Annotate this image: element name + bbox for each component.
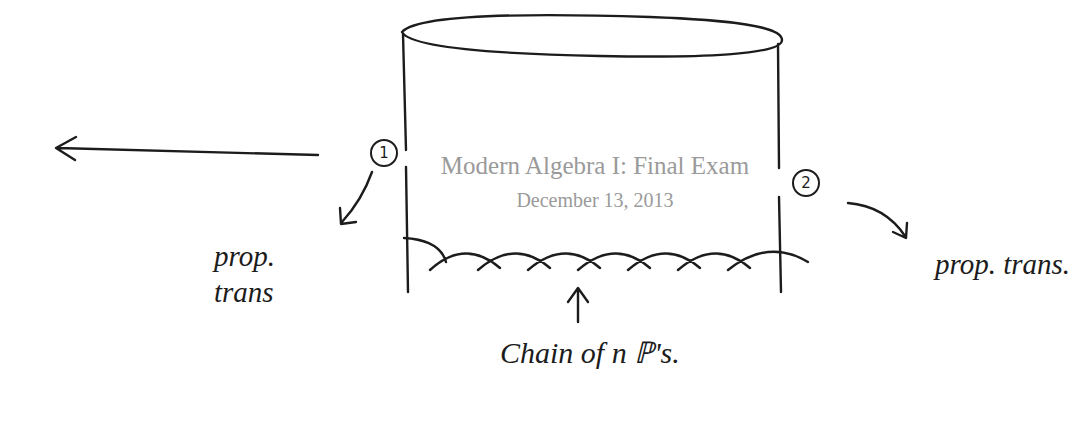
- leader-arrow-2: [848, 203, 907, 238]
- leader-arrow-1: [340, 172, 372, 224]
- cylinder-right-side: [778, 44, 781, 292]
- annotation: prop. trans.: [935, 246, 1075, 282]
- callout-circle: 2: [792, 169, 820, 197]
- cylinder-top: [402, 15, 782, 56]
- chain-caption: Chain of n ℙ's.: [500, 334, 820, 372]
- callout-number: 1: [379, 146, 389, 161]
- up-arrow: [568, 288, 588, 322]
- annotation: prop. trans: [214, 238, 314, 311]
- callout-number: 2: [801, 176, 811, 191]
- watermark: December 13, 2013: [420, 188, 770, 213]
- long-arrow: [56, 137, 318, 160]
- cylinder-left-side: [403, 34, 408, 292]
- watermark: Modern Algebra I: Final Exam: [420, 150, 770, 181]
- callout-circle: 1: [370, 139, 398, 167]
- chain-of-curves: [404, 238, 808, 270]
